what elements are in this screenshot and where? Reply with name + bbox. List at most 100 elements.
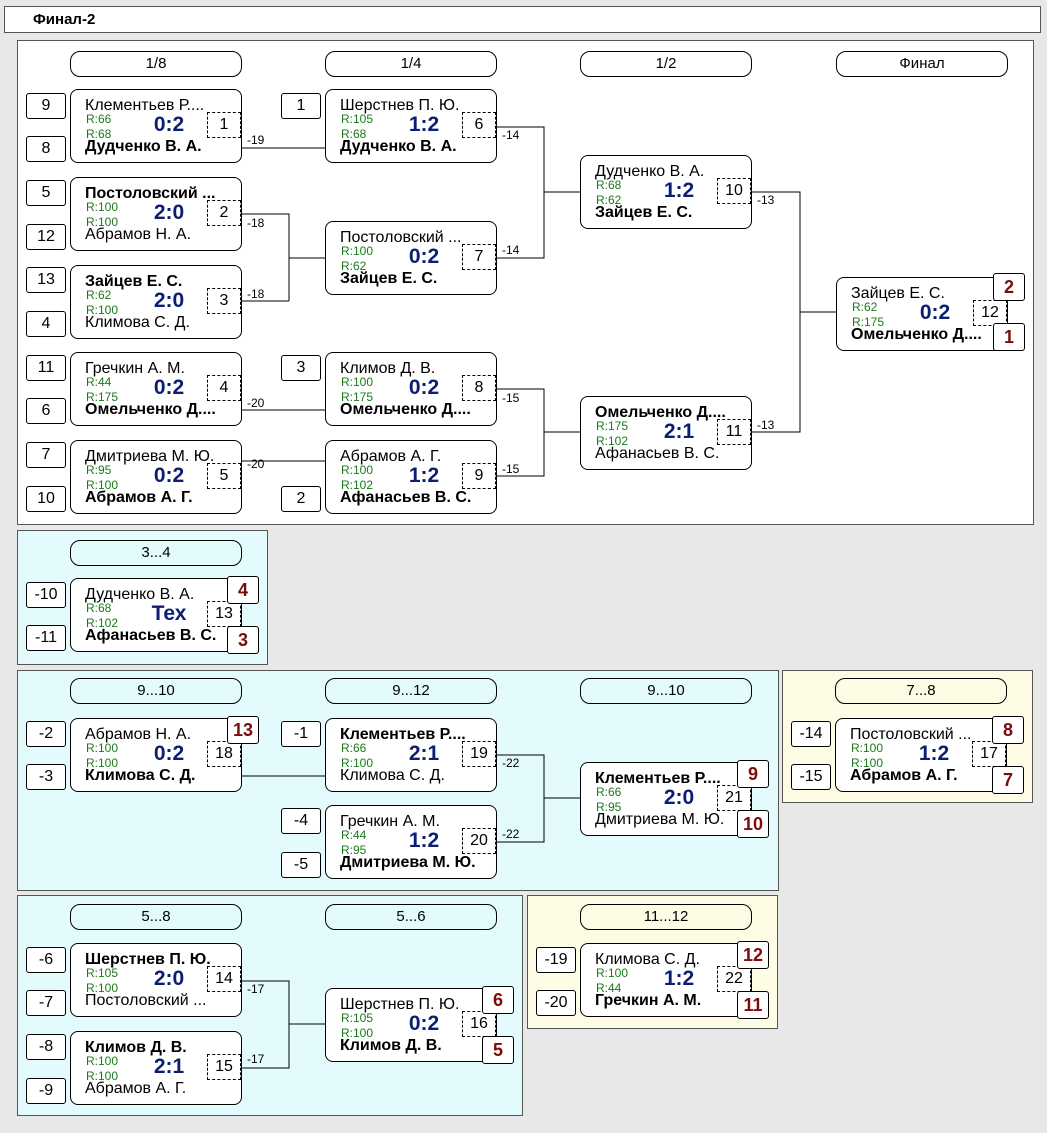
bracket-section-11-12: 11...12 -19 -20 Климова С. Д. R:100 R:44… [527,895,778,1029]
match-card-final[interactable]: Зайцев Е. С. R:62 R:175 0:2 12 Омельченк… [836,277,1008,351]
seed-box: -20 [536,990,576,1016]
seed-box: -7 [26,990,66,1016]
player-name: Гречкин А. М. [85,360,185,377]
player-name-winner: Дмитриева М. Ю. [340,854,476,871]
player-name: Дудченко В. А. [595,163,705,180]
match-card[interactable]: Абрамов Н. А. R:100 R:100 0:2 18 Климова… [70,718,242,792]
match-card[interactable]: Абрамов А. Г. R:100 R:102 1:2 9 Афанасье… [325,440,497,514]
seed-box: 3 [281,355,321,381]
match-number: 6 [462,112,496,138]
match-card[interactable]: Дудченко В. А. R:68 R:62 1:2 10 Зайцев Е… [580,155,752,229]
player-name: Гречкин А. М. [340,813,440,830]
player-rating: R:95 [86,463,112,477]
player-rating: R:100 [596,966,629,980]
round-header: 3...4 [70,540,242,566]
round-header: 9...10 [70,678,242,704]
player-name: Шерстнев П. Ю. [340,97,460,114]
match-card[interactable]: Гречкин А. М. R:44 R:95 1:2 20 Дмитриева… [325,805,497,879]
match-number: 18 [207,741,241,767]
match-number: 22 [717,966,751,992]
match-card[interactable]: Постоловский ... R:100 R:62 0:2 7 Зайцев… [325,221,497,295]
player-rating: R:100 [86,200,119,214]
loser-destination: -13 [757,418,775,432]
match-card[interactable]: Гречкин А. М. R:44 R:175 0:2 4 Омельченк… [70,352,242,426]
seed-box: -2 [26,721,66,747]
match-card[interactable]: Шерстнев П. Ю. R:105 R:68 1:2 6 Дудченко… [325,89,497,163]
player-rating: R:68 [86,127,112,141]
player-name: Шерстнев П. Ю. [340,996,460,1013]
match-card[interactable]: Постоловский ... R:100 R:100 1:2 17 Абра… [835,718,1007,792]
bracket-lines [242,980,325,1069]
match-card[interactable]: Шерстнев П. Ю. R:105 R:100 2:0 14 Постол… [70,943,242,1017]
player-rating: R:66 [341,741,367,755]
player-name: Постоловский ... [340,229,462,246]
player-name: Абрамов А. Г. [85,1080,187,1097]
loser-destination: -20 [247,457,265,471]
match-card[interactable]: Дудченко В. А. R:68 R:102 Тех 13 Афанась… [70,578,242,652]
player-rating: R:102 [86,616,119,630]
match-card[interactable]: Клементьев Р.... R:66 R:68 0:2 1 Дудченк… [70,89,242,163]
round-header: 5...6 [325,904,497,930]
match-card[interactable]: Климова С. Д. R:100 R:44 1:2 22 Гречкин … [580,943,752,1017]
match-number: 9 [462,463,496,489]
match-number: 19 [462,741,496,767]
match-card[interactable]: Клементьев Р.... R:66 R:100 2:1 19 Климо… [325,718,497,792]
bracket-lines [242,126,836,477]
match-card[interactable]: Омельченко Д.... R:175 R:102 2:1 11 Афан… [580,396,752,470]
player-name: Климов Д. В. [340,360,436,377]
player-name-winner: Абрамов А. Г. [85,489,193,506]
seed-box: -10 [26,582,66,608]
seed-box: -1 [281,721,321,747]
seed-box: 9 [26,93,66,119]
match-score: 0:2 [153,376,185,399]
match-card[interactable]: Постоловский ... R:100 R:100 2:0 2 Абрам… [70,177,242,251]
player-rating: R:100 [86,981,119,995]
seed-box: -5 [281,852,321,878]
loser-destination: -19 [247,133,265,147]
player-name-winner: Климова С. Д. [85,767,196,784]
window-title: Финал-2 [33,11,96,28]
bracket-lines [242,754,580,843]
match-score: 2:0 [153,289,185,312]
round-header-1-2: 1/2 [580,51,752,77]
match-number: 10 [717,178,751,204]
player-rating: R:44 [596,981,622,995]
seed-box: 7 [26,442,66,468]
seed-box: 11 [26,355,66,381]
match-card[interactable]: Клементьев Р.... R:66 R:95 2:0 21 Дмитри… [580,762,752,836]
player-rating: R:44 [86,375,112,389]
match-score: 2:1 [153,1055,185,1078]
player-name-winner: Клементьев Р.... [595,770,721,787]
player-rating: R:100 [851,756,884,770]
match-card[interactable]: Дмитриева М. Ю. R:95 R:100 0:2 5 Абрамов… [70,440,242,514]
match-card[interactable]: Климов Д. В. R:100 R:100 2:1 15 Абрамов … [70,1031,242,1105]
player-name-winner: Зайцев Е. С. [340,270,438,287]
round-header-final: Финал [836,51,1008,77]
match-card[interactable]: Зайцев Е. С. R:62 R:100 2:0 3 Климова С.… [70,265,242,339]
player-name-winner: Климов Д. В. [85,1039,187,1056]
round-header: 7...8 [835,678,1007,704]
match-card[interactable]: Шерстнев П. Ю. R:105 R:100 0:2 16 Климов… [325,988,497,1062]
player-rating: R:175 [86,390,119,404]
place-badge: 8 [992,716,1024,744]
player-name-winner: Дудченко В. А. [340,138,457,155]
player-name-winner: Дудченко В. А. [85,138,202,155]
place-badge: 1 [993,323,1025,351]
match-number: 15 [207,1054,241,1080]
player-rating: R:100 [86,756,119,770]
match-card[interactable]: Климов Д. В. R:100 R:175 0:2 8 Омельченк… [325,352,497,426]
player-name-winner: Афанасьев В. С. [85,627,217,644]
place-badge: 5 [482,1036,514,1064]
round-header-1-8: 1/8 [70,51,242,77]
player-name: Дмитриева М. Ю. [85,448,215,465]
loser-destination: -15 [502,391,520,405]
player-rating: R:105 [341,112,374,126]
player-rating: R:68 [596,178,622,192]
place-badge: 13 [227,716,259,744]
match-score: 0:2 [408,1012,440,1035]
loser-destination: -22 [502,827,520,841]
player-name-winner: Зайцев Е. С. [595,204,693,221]
player-name-winner: Омельченко Д.... [851,326,982,343]
player-name-winner: Гречкин А. М. [595,992,702,1009]
match-number: 13 [207,601,241,627]
